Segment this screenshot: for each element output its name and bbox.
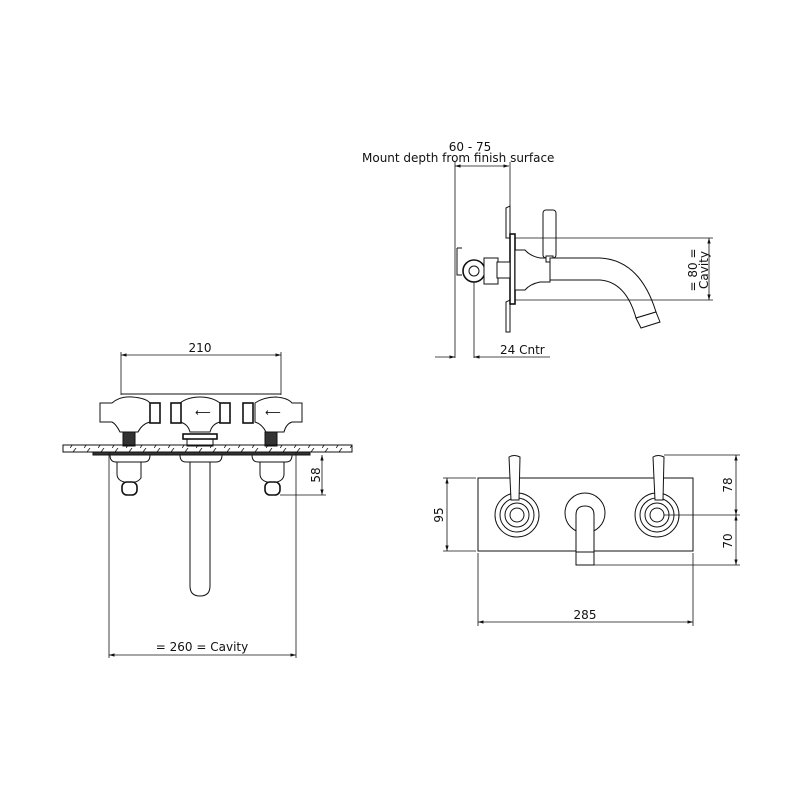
plate-height-dimension-label: 95 (432, 507, 446, 522)
escutcheon-left (109, 454, 151, 463)
cavity-label: Cavity (697, 251, 711, 289)
flow-arrow-icon: ⟵ (265, 406, 281, 419)
lever-right (652, 455, 665, 501)
wall-section (62, 444, 353, 453)
handle-right (634, 455, 680, 538)
lever-handle (542, 209, 557, 259)
valve-body-right (254, 396, 303, 433)
depth-caption: Mount depth from finish surface (362, 151, 554, 165)
valve-inlet (462, 259, 486, 283)
mounting-bracket (456, 247, 462, 276)
valve-nut (496, 261, 511, 279)
cartridge-stem-right (264, 431, 278, 447)
spout (549, 257, 657, 319)
front-plate-view: 95 78 70 285 (432, 454, 740, 626)
height-dimension-label: 58 (309, 467, 323, 482)
mixer-body (514, 249, 551, 291)
lever-handle-right (259, 461, 285, 483)
escutcheon-right (251, 454, 293, 463)
pipe-connector (219, 402, 231, 424)
valve-cartridge (483, 257, 499, 285)
width-dimension-label: 210 (189, 341, 212, 355)
cartridge-stem-left (122, 431, 136, 447)
spout-flange (182, 433, 218, 440)
flow-arrow-icon: ⟵ (195, 406, 211, 419)
side-view: 60 - 75 60 - 75 Mount depth from finish … (362, 140, 713, 359)
front-installation-view: 210 ⟵ ⟵ 58 (62, 341, 353, 658)
pipe-connector (149, 402, 161, 424)
lever-handle-left (116, 461, 142, 483)
cover-plate (509, 233, 516, 305)
cavity-dimension-label: = 80 = (686, 248, 700, 291)
lever-handle-tip-left (121, 481, 138, 496)
center-dimension-label: 24 Cntr (500, 343, 545, 357)
valve-body-left (99, 396, 151, 433)
pipe-connector (242, 402, 254, 424)
handle-left (494, 455, 540, 538)
handle-height-dimension-label: 78 (721, 477, 735, 492)
lever-left (508, 455, 521, 501)
escutcheon-center (179, 454, 223, 463)
plate-width-dimension-label: 285 (574, 608, 597, 622)
spout-aerator (635, 311, 661, 329)
spout (189, 461, 211, 597)
pipe-connector (170, 402, 182, 424)
lever-handle-tip-right (264, 481, 281, 496)
valve-inlet-bore (468, 265, 480, 277)
cavity-dimension-label: = 260 = Cavity (156, 640, 248, 654)
spout (575, 505, 595, 566)
depth-dimension-label: 60 - 75 (449, 140, 492, 154)
spout-drop-dimension-label: 70 (721, 533, 735, 548)
